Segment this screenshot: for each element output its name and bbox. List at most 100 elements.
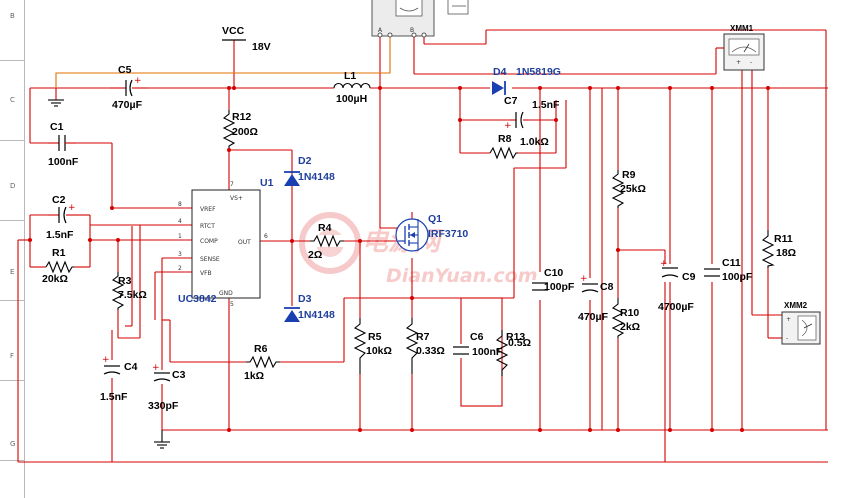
junction-dot [588, 86, 592, 90]
resistor-r9[interactable]: R9 25kΩ [611, 169, 646, 208]
ic-pin-rtct: RTCT [200, 223, 215, 230]
junction-dot [458, 86, 462, 90]
ic-pin-vref: VREF [200, 206, 216, 213]
r3-value: 7.5kΩ [118, 289, 147, 301]
mosfet-q1[interactable]: Q1 IRF3710 [395, 213, 468, 252]
ic-pin-out: OUT [238, 239, 251, 246]
junction-dot [740, 428, 744, 432]
ic-pin-num-comp: 1 [178, 233, 182, 240]
c4-ref: C4 [124, 361, 138, 373]
vcc-voltage: 18V [252, 41, 271, 53]
capacitor-c4[interactable]: + C4 1.5nF [100, 355, 138, 403]
junction-dot [616, 248, 620, 252]
l1-value: 100µH [336, 93, 367, 105]
junction-dot [28, 238, 32, 242]
c3-ref: C3 [172, 369, 186, 381]
c6-ref: C6 [470, 331, 484, 343]
resistor-r4[interactable]: R4 2Ω [308, 222, 344, 261]
r8-ref: R8 [498, 133, 512, 145]
c10-value: 100pF [544, 281, 575, 293]
c6-value: 100nF [472, 346, 503, 358]
inductor-l1[interactable]: L1 100µH [333, 70, 371, 105]
resistor-r12[interactable]: R12 200Ω [222, 110, 258, 150]
q1-value: IRF3710 [428, 228, 468, 240]
ruler-tick [0, 460, 24, 461]
ruler-label-e: E [10, 268, 15, 276]
scope-pin-b: B [410, 27, 414, 34]
r11-ref: R11 [774, 233, 793, 245]
watermark-logo-ring [299, 212, 361, 274]
r7-ref: R7 [416, 331, 430, 343]
sheet-border-ruler: B C D E F G [0, 0, 25, 498]
junction-dot [232, 86, 236, 90]
capacitor-c11[interactable]: C11 100pF [704, 257, 753, 283]
capacitor-c7[interactable]: + C7 1.5nF [504, 95, 560, 131]
r6-value: 1kΩ [244, 370, 264, 382]
capacitor-c10[interactable]: C10 100pF [532, 267, 575, 294]
vcc-supply[interactable]: VCC 18V [222, 25, 271, 53]
ic-pin-comp: COMP [200, 238, 218, 245]
diode-d2[interactable]: D2 1N4148 [284, 155, 335, 190]
c7-value: 1.5nF [532, 99, 560, 111]
resistor-r6[interactable]: R6 1kΩ [244, 343, 280, 382]
u1-part: UC3842 [178, 293, 217, 305]
c5-ref: C5 [118, 64, 132, 76]
ic-pin-vfb: VFB [200, 270, 212, 277]
capacitor-c2[interactable]: + C2 1.5nF [46, 194, 76, 241]
c3-value: 330pF [148, 400, 179, 412]
resistor-r13[interactable]: R13 0.5Ω [495, 330, 531, 376]
resistor-r11[interactable]: R11 18Ω [761, 230, 796, 268]
capacitor-c3[interactable]: + C3 330pF [148, 363, 186, 412]
junction-dot [116, 238, 120, 242]
scope-pin-a: A [378, 27, 383, 34]
capacitor-c6[interactable]: C6 100nF [453, 331, 503, 358]
resistor-r10[interactable]: R10 2kΩ [611, 298, 640, 338]
ic-pin-num-vfb: 2 [178, 265, 182, 272]
multimeter-xmm1[interactable]: + - XMM1 [723, 24, 765, 71]
junction-dot [538, 86, 542, 90]
u1-ref: U1 [260, 177, 274, 189]
c4-value: 1.5nF [100, 391, 128, 403]
ic-pin-num-vs: 7 [230, 181, 234, 188]
junction-dot [410, 428, 414, 432]
vcc-label: VCC [222, 25, 245, 37]
r5-ref: R5 [368, 331, 382, 343]
oscilloscope[interactable]: A B [371, 0, 469, 38]
ic-pin-num-out: 6 [264, 233, 268, 240]
diode-d4[interactable]: D4 1N5819G [490, 66, 561, 95]
ruler-tick [0, 300, 24, 301]
capacitor-c5[interactable]: + C5 470µF [110, 64, 148, 111]
capacitor-c9[interactable]: + C9 4700µF [658, 259, 696, 313]
r3-ref: R3 [118, 275, 132, 287]
ruler-label-d: D [10, 182, 16, 190]
polarity-plus-icon: + [68, 203, 76, 213]
diode-d3[interactable]: D3 1N4148 [284, 293, 335, 330]
resistor-r3[interactable]: R3 7.5kΩ [111, 272, 147, 310]
r5-value: 10kΩ [366, 345, 392, 357]
wires [17, 29, 828, 463]
r13-ref: R13 [506, 331, 525, 343]
d2-value: 1N4148 [298, 171, 335, 183]
multimeter-xmm2[interactable]: + - XMM2 [781, 301, 821, 345]
r10-value: 2kΩ [620, 321, 640, 333]
junction-dot [766, 86, 770, 90]
c9-ref: C9 [682, 271, 696, 283]
r12-value: 200Ω [232, 126, 258, 138]
c11-ref: C11 [722, 257, 741, 269]
polarity-plus-icon: + [580, 274, 588, 284]
resistor-r7[interactable]: R7 0.33Ω [405, 318, 445, 374]
watermark-site: DianYuan.com [386, 265, 538, 287]
polarity-plus-icon: + [102, 355, 110, 365]
capacitor-c8[interactable]: + C8 470µF [578, 274, 614, 323]
resistor-r8[interactable]: R8 1.0kΩ [489, 133, 549, 160]
ic-uc3842[interactable]: VS+ VREF RTCT COMP SENSE VFB OUT GND 7 8… [178, 177, 274, 308]
capacitor-c1[interactable]: C1 100nF [48, 121, 79, 168]
resistor-r5[interactable]: R5 10kΩ [353, 318, 392, 374]
r8-value: 1.0kΩ [520, 136, 549, 148]
resistor-r1[interactable]: R1 20kΩ [42, 247, 74, 285]
junction-dot [358, 239, 362, 243]
junction-dot [227, 148, 231, 152]
junction-dot [458, 118, 462, 122]
d4-ref: D4 [493, 66, 507, 78]
